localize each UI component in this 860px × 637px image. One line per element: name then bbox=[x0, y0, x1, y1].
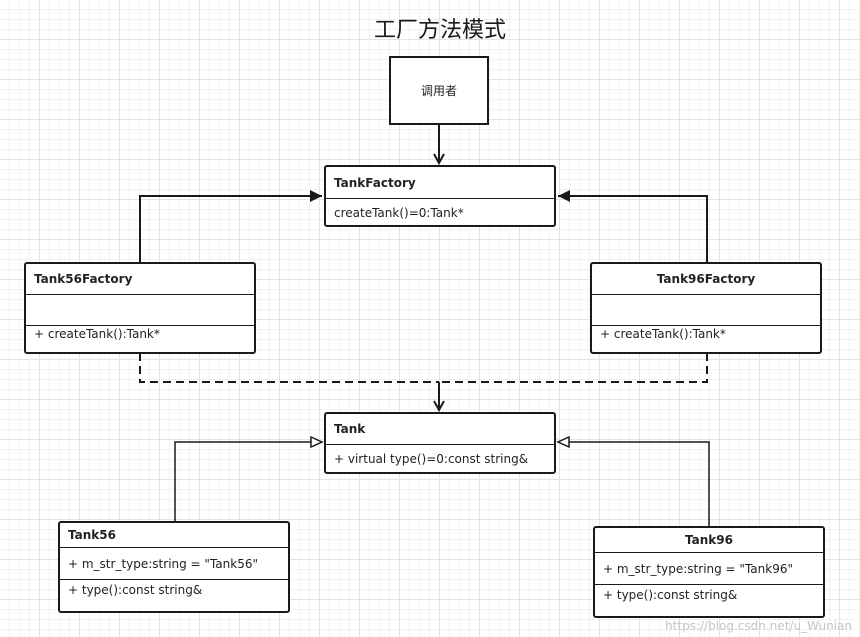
caller-label: 调用者 bbox=[420, 84, 457, 98]
class-methods: + type():const string& bbox=[60, 579, 288, 613]
class-attributes: + m_str_type:string = "Tank96" bbox=[595, 552, 823, 584]
tank96-to-tank-arrow bbox=[558, 442, 710, 528]
class-attributes bbox=[26, 294, 254, 325]
class-tank[interactable]: Tank + virtual type()=0:const string& bbox=[324, 412, 556, 474]
tank56-to-tank-arrow bbox=[174, 442, 322, 522]
tank96factory-to-factory-arrow bbox=[558, 190, 708, 263]
class-tank56factory[interactable]: Tank56Factory + createTank():Tank* bbox=[24, 262, 256, 354]
class-name: Tank56 bbox=[68, 528, 116, 542]
class-methods: createTank()=0:Tank* bbox=[326, 198, 554, 226]
caller-box[interactable]: 调用者 bbox=[389, 56, 489, 125]
class-name: Tank56Factory bbox=[34, 272, 133, 286]
class-methods: + type():const string& bbox=[595, 584, 823, 618]
class-methods: + virtual type()=0:const string& bbox=[326, 444, 554, 473]
class-methods: + createTank():Tank* bbox=[592, 325, 820, 343]
factory-to-tank-dashed-right bbox=[439, 353, 708, 383]
class-name: Tank96Factory bbox=[656, 272, 756, 286]
tank56factory-to-factory-arrow bbox=[139, 190, 322, 263]
class-tankfactory[interactable]: TankFactory createTank()=0:Tank* bbox=[324, 165, 556, 227]
diagram-title: 工厂方法模式 bbox=[373, 18, 506, 43]
class-tank56[interactable]: Tank56 + m_str_type:string = "Tank56" + … bbox=[58, 521, 290, 613]
class-name: Tank96 bbox=[685, 533, 733, 547]
watermark: https://blog.csdn.net/u_Wunian bbox=[665, 619, 852, 633]
class-attributes bbox=[592, 294, 820, 325]
factory-to-tank-dashed-left bbox=[139, 353, 439, 383]
class-tank96[interactable]: Tank96 + m_str_type:string = "Tank96" + … bbox=[593, 526, 825, 618]
class-name: TankFactory bbox=[334, 175, 416, 190]
class-tank96factory[interactable]: Tank96Factory + createTank():Tank* bbox=[590, 262, 822, 354]
class-methods: + createTank():Tank* bbox=[26, 325, 254, 343]
class-name: Tank bbox=[334, 422, 366, 436]
class-attributes: + m_str_type:string = "Tank56" bbox=[60, 547, 288, 579]
